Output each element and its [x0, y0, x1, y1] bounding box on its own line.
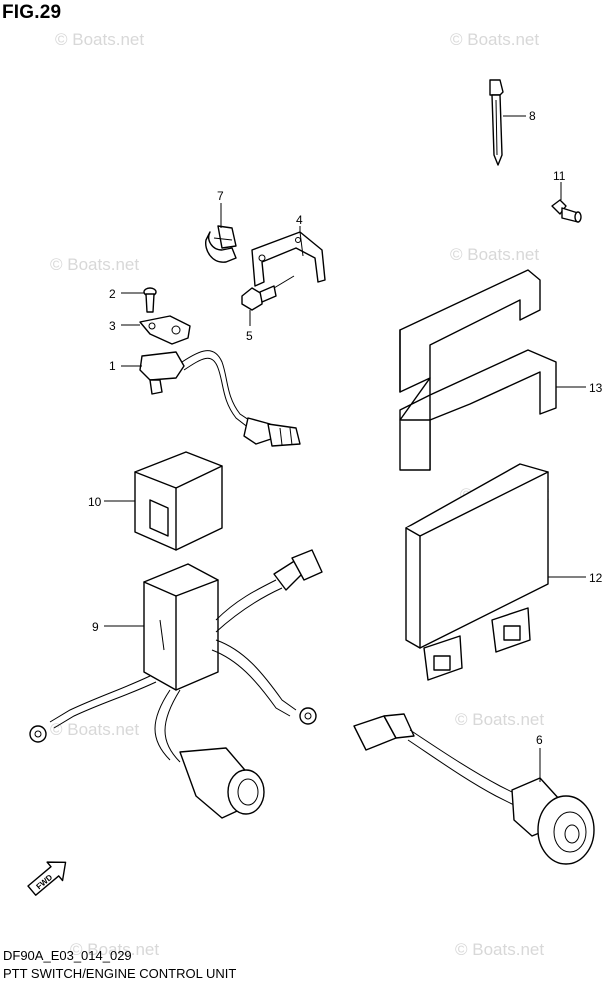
- part-caption: PTT SWITCH/ENGINE CONTROL UNIT: [3, 966, 237, 981]
- watermark: © Boats.net: [450, 30, 539, 49]
- watermark: © Boats.net: [450, 245, 539, 264]
- plate-part: [139, 315, 191, 345]
- callout-13: 13: [589, 381, 603, 395]
- bolt-5-part: [241, 285, 277, 311]
- fwd-arrow-icon: FWD: [27, 861, 67, 896]
- clamp-part: [205, 225, 237, 263]
- callout-2: 2: [109, 287, 116, 301]
- callout-10: 10: [88, 495, 102, 509]
- watermark-group: © Boats.net © Boats.net © Boats.net © Bo…: [50, 30, 549, 959]
- callout-11: 11: [553, 169, 566, 183]
- callout-4: 4: [296, 213, 303, 227]
- figure-title: FIG.29: [2, 2, 62, 23]
- watermark: © Boats.net: [70, 940, 159, 959]
- watermark: © Boats.net: [50, 255, 139, 274]
- callout-8: 8: [529, 109, 536, 123]
- sensor-part: [139, 350, 301, 447]
- bolt-11-part: [551, 199, 582, 223]
- ptt-switch-part: [353, 713, 595, 865]
- watermark: © Boats.net: [455, 940, 544, 959]
- ecu-part: [405, 463, 549, 681]
- callout-5: 5: [246, 329, 253, 343]
- part-code: DF90A_E03_014_029: [3, 948, 132, 963]
- callout-12: 12: [589, 571, 603, 585]
- ecu-cushion-part: [399, 269, 557, 471]
- callout-7: 7: [217, 189, 224, 203]
- callout-3: 3: [109, 319, 116, 333]
- watermark: © Boats.net: [50, 720, 139, 739]
- cable-tie-part: [489, 79, 504, 166]
- wire-harness-part: [29, 549, 323, 819]
- callout-1: 1: [109, 359, 116, 373]
- callout-9: 9: [92, 620, 99, 634]
- watermark: © Boats.net: [55, 30, 144, 49]
- cover-part: [134, 451, 223, 551]
- watermark: © Boats.net: [455, 710, 544, 729]
- bracket-part: [251, 231, 326, 287]
- callout-6: 6: [536, 733, 543, 747]
- screw-part: [143, 287, 157, 313]
